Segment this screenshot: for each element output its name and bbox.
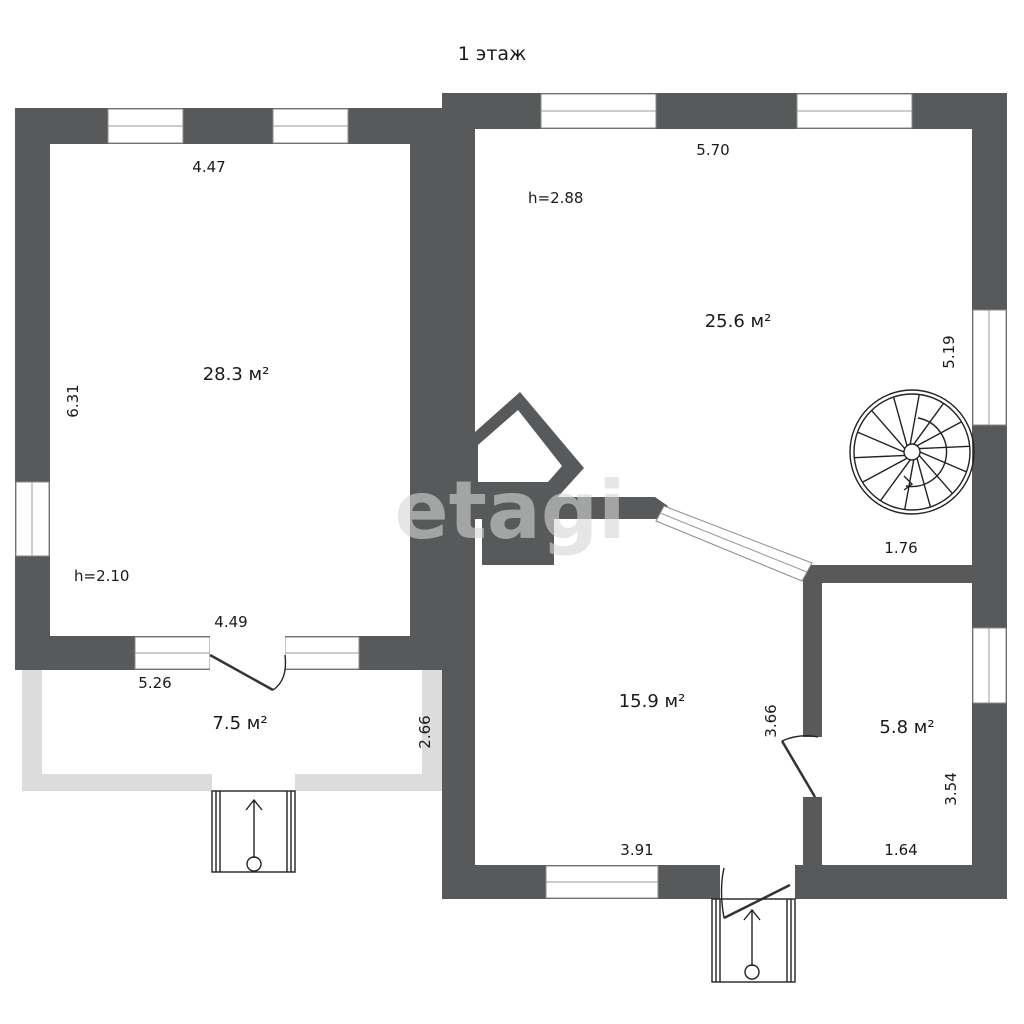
stair-tread xyxy=(919,445,970,450)
room-2-length: 5.19 xyxy=(940,335,958,368)
room-5-area: 5.8 м² xyxy=(879,717,934,738)
stair-tread xyxy=(862,457,908,483)
stair-tread xyxy=(904,459,915,510)
stair-tread xyxy=(892,396,908,446)
room-4-length: 3.66 xyxy=(762,704,780,737)
stair-tread xyxy=(913,402,945,445)
room-2-bottom-width: 1.76 xyxy=(884,539,917,557)
doors xyxy=(209,636,822,920)
room-1-length: 6.31 xyxy=(64,384,82,417)
room-2-width: 5.70 xyxy=(696,141,729,159)
room-5-length: 3.54 xyxy=(942,772,960,805)
stair-tread xyxy=(854,454,905,459)
room-1-bottom-width: 4.49 xyxy=(214,613,247,631)
stair-direction-arrow xyxy=(903,475,914,491)
room-5-width: 1.64 xyxy=(884,841,917,859)
stair-tread xyxy=(871,409,906,449)
watermark: etagi xyxy=(394,464,625,557)
room-1-height: h=2.10 xyxy=(74,567,129,585)
room-3-width: 5.26 xyxy=(138,674,171,692)
stair-tread xyxy=(916,421,962,447)
room-4-area: 15.9 м² xyxy=(619,691,686,712)
stair-direction-arc xyxy=(905,417,948,488)
stair-tread xyxy=(879,459,911,502)
room-2-area: 25.6 м² xyxy=(705,311,772,332)
entrance-steps-right xyxy=(711,898,796,983)
stair-tread xyxy=(909,394,920,445)
stair-tread xyxy=(857,431,905,453)
room-1-area: 28.3 м² xyxy=(203,364,270,385)
room-1-width: 4.47 xyxy=(192,158,225,176)
room-4-width: 3.91 xyxy=(620,841,653,859)
room-3-length: 2.66 xyxy=(416,715,434,748)
windows xyxy=(15,93,1007,899)
stair-tread xyxy=(918,455,953,495)
stair-tread xyxy=(919,451,967,473)
spiral-staircase xyxy=(849,389,975,515)
room-3-area: 7.5 м² xyxy=(212,713,267,734)
veranda-walls xyxy=(22,652,442,792)
floor-title: 1 этаж xyxy=(458,43,526,65)
entrance-steps-left xyxy=(211,790,296,873)
stair-tread xyxy=(916,458,932,508)
room-2-height: h=2.88 xyxy=(528,189,583,207)
